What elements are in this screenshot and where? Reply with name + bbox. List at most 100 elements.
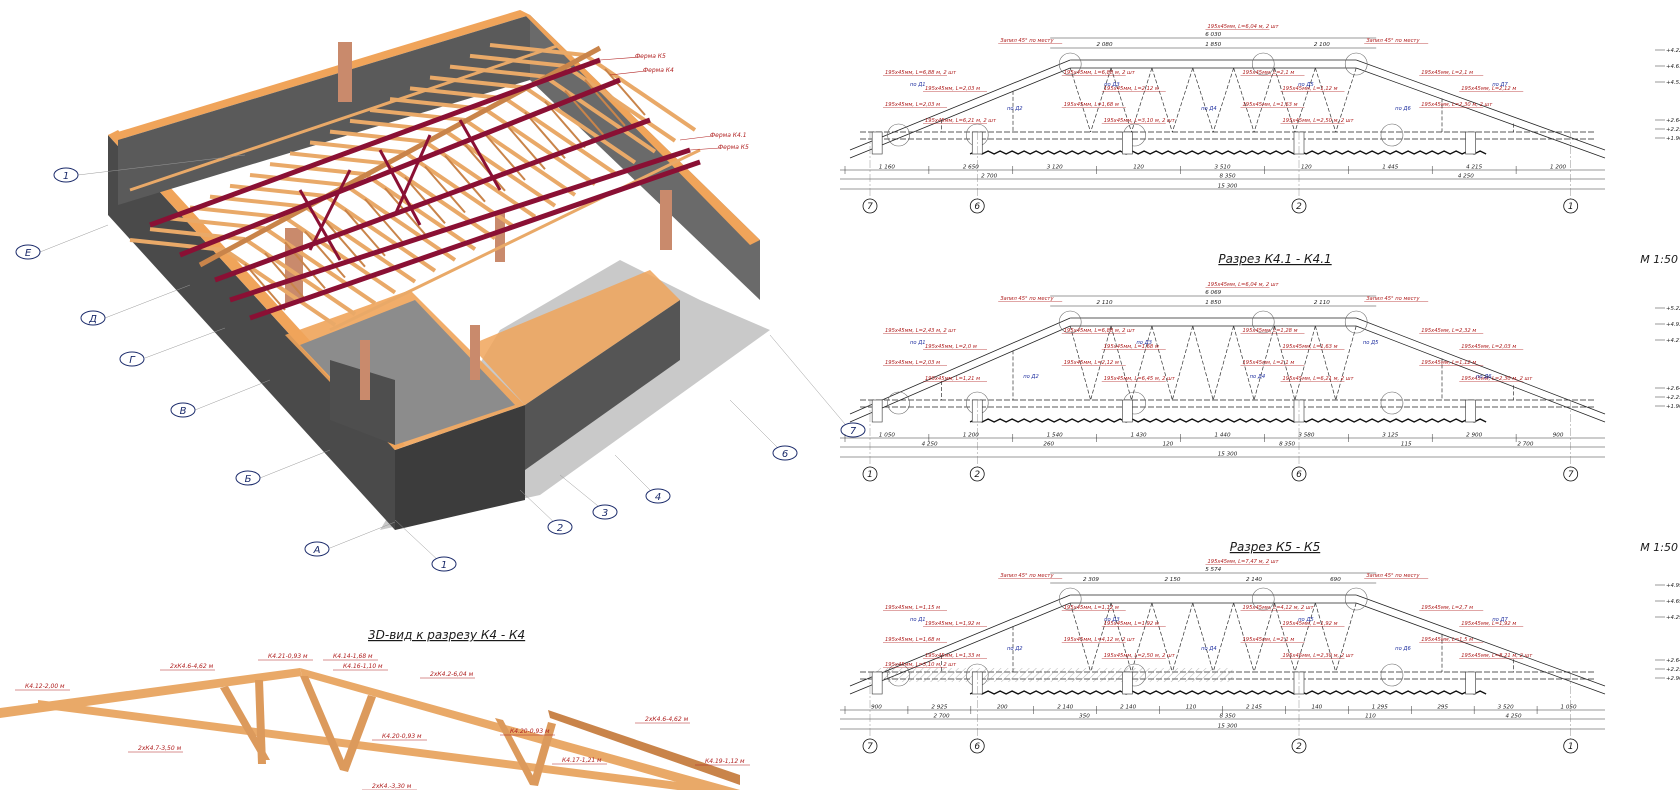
dimension: 4 250 <box>1458 174 1474 180</box>
axis-label: Б <box>245 474 252 485</box>
member-note: 195х45мм, L=2,03 м <box>885 360 940 366</box>
dimension: 1 200 <box>1550 165 1566 171</box>
dimension: 140 <box>1312 705 1323 711</box>
post <box>871 671 883 695</box>
rafter-web <box>344 209 386 257</box>
detail-tag: 2хК4.6-4,62 м <box>170 663 214 670</box>
axis-label: 6 <box>974 742 980 752</box>
axis-label: 3 <box>602 508 608 519</box>
elevation-mark: +2.645 <box>1666 658 1680 664</box>
dimension: 2 650 <box>963 165 979 171</box>
rafter-left <box>449 64 546 79</box>
member-note: 195х45мм, L=1,21 м <box>925 376 980 382</box>
post <box>1122 399 1133 423</box>
ferma-label: Ферма К4 <box>643 67 674 74</box>
ferma-member <box>179 77 621 258</box>
elevation-mark: +1.900 <box>1666 136 1680 142</box>
ferma-web <box>298 189 342 261</box>
member-note: Запил 45° по месту <box>1000 573 1054 579</box>
dimension-total: 15 300 <box>1218 452 1238 458</box>
rafter-right <box>483 107 597 186</box>
dimension: 120 <box>1301 165 1312 171</box>
node-circle <box>1344 310 1368 334</box>
ferma-web <box>393 134 432 216</box>
member-note: 195х45мм, L=2,0 м <box>925 344 977 350</box>
dimension: 1 440 <box>1214 433 1230 439</box>
rafter-right <box>543 75 657 154</box>
ferma-member <box>214 117 651 283</box>
detail-ref: по Д5 <box>1298 82 1314 88</box>
dimension-total: 15 300 <box>1218 184 1238 190</box>
dimension: 3 580 <box>1298 433 1314 439</box>
rafter-left <box>369 108 466 122</box>
rafter-right <box>263 226 377 305</box>
truss-web <box>300 676 348 770</box>
node-circle <box>1344 52 1368 76</box>
detail-tag: 2хК4.7-3,50 м <box>138 745 182 752</box>
member-note: 195х45мм, L=2,12 м <box>1064 360 1119 366</box>
axis-label: А <box>313 545 321 556</box>
axis-label: 1 <box>867 470 873 480</box>
dimension: 2 110 <box>1314 300 1330 306</box>
axis-bubble <box>1291 466 1307 482</box>
detail-ref: по Д6 <box>1395 646 1411 652</box>
ferma-web <box>458 119 502 191</box>
dimension: 2 925 <box>931 705 947 711</box>
ferma-member <box>249 159 701 321</box>
axis-bubble <box>862 738 878 754</box>
dimension: 2 150 <box>1164 577 1180 583</box>
node-circle <box>887 123 910 147</box>
detail-tag: 2хК4.-3,30 м <box>372 783 412 790</box>
member-note: 195х45мм, L=2,50 м, 2 шт <box>1104 653 1176 659</box>
member-note: 195х45мм, L=4,12 м, 2 шт <box>1064 637 1136 643</box>
rafter-web <box>484 133 526 181</box>
rafter-right <box>583 53 697 132</box>
node-circle <box>1251 587 1275 611</box>
member-note: 195х45мм, L=6,88 м, 2 шт <box>885 70 957 76</box>
truss-web <box>255 680 266 764</box>
member-note: 195х45мм, L=2,12 м <box>1461 86 1516 92</box>
elevation-mark: +2.645 <box>1666 118 1680 124</box>
section-scale: М 1:50 <box>1640 253 1678 266</box>
dimension: 4 215 <box>1466 165 1482 171</box>
dimension: 3 520 <box>1498 705 1514 711</box>
detail-tag: К4.21-0,93 м <box>268 653 308 660</box>
axis-label: 6 <box>782 449 788 460</box>
node-circle <box>1344 587 1368 611</box>
detail-ref: по Д6 <box>1395 106 1411 112</box>
member-note: 195х45мм, L=6,88 м, 2 шт <box>1064 328 1136 334</box>
axis-label: 4 <box>655 492 661 503</box>
pier-1 <box>660 190 672 250</box>
detail-title: 3D-вид к разрезу К4 - К4 <box>368 628 525 642</box>
dimension: 1 050 <box>1561 705 1577 711</box>
detail-tag: К4.17-1,21 м <box>562 757 602 764</box>
rafter-right <box>223 248 337 327</box>
wing-interior <box>300 300 515 445</box>
chimney-1 <box>338 42 352 102</box>
member-note: Запил 45° по месту <box>1366 573 1420 579</box>
dimension: 260 <box>1043 442 1054 448</box>
post <box>1122 671 1133 695</box>
detail-ref: по Д5 <box>1298 617 1314 623</box>
rafter-left <box>349 118 446 133</box>
member-note: 195х45мм, L=2,30 м, 2 шт <box>1421 102 1493 108</box>
post <box>1122 131 1133 155</box>
member-note: 195х45мм, L=2,1 м <box>1243 360 1295 366</box>
dimension: 2 140 <box>1246 577 1262 583</box>
member-note: 195х45мм, L=2,30 м, 2 шт <box>1283 653 1355 659</box>
member-note: 195х45мм, L=2,03 м <box>885 102 940 108</box>
rafter-right <box>523 85 637 165</box>
dimension: 110 <box>1365 714 1376 720</box>
chimney-3 <box>495 212 505 262</box>
elevation-mark: +4.611 <box>1666 64 1680 70</box>
dimension: 2 080 <box>1097 42 1113 48</box>
annex-face <box>525 300 680 470</box>
post <box>871 131 883 155</box>
axis-bubble <box>1563 466 1579 482</box>
dimension: 5 574 <box>1205 567 1221 573</box>
member-note: Запил 45° по месту <box>1000 296 1054 302</box>
wall-right <box>530 15 760 300</box>
detail-ref: по Д2 <box>1007 646 1023 652</box>
dimension: 1 850 <box>1205 300 1221 306</box>
